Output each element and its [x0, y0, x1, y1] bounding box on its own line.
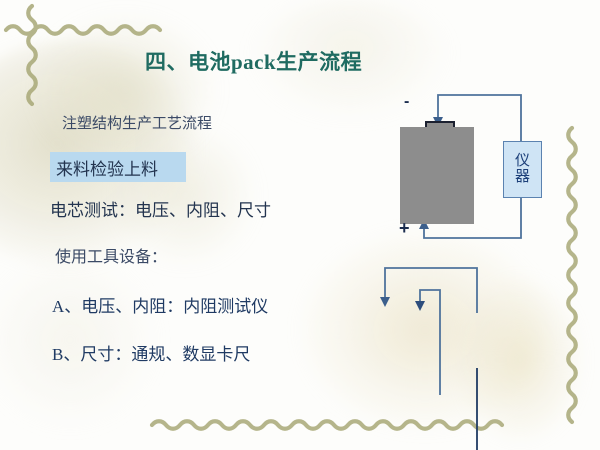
diagram-voltage-resistance-test: 仪 器 - + — [399, 93, 542, 239]
wiring-top — [419, 94, 522, 239]
text-line-cell-test: 电芯测试：电压、内阻、尺寸 — [50, 201, 271, 220]
terminal-sign-negative: - — [404, 93, 410, 110]
wiring-bottom — [380, 267, 478, 450]
instrument-label-char-1: 仪 — [514, 152, 530, 169]
battery-terminal-top — [425, 121, 455, 130]
diagram-dimension-test: 仪 器 — [0, 250, 600, 450]
instrument-label-char-2: 器 — [514, 168, 530, 185]
text-line-item-a: A、电压、内阻：内阻测试仪 — [52, 297, 269, 316]
battery-cell-top — [400, 127, 474, 224]
highlight-box — [50, 152, 186, 182]
terminal-sign-positive: + — [399, 218, 410, 238]
instrument-box-top: 仪 器 — [503, 141, 542, 198]
text-line-tools-heading: 使用工具设备： — [55, 249, 168, 266]
text-line-item-b: B、尺寸：通规、数显卡尺 — [52, 345, 251, 364]
text-line-highlight: 来料检验上料 — [56, 160, 158, 179]
text-line-intro: 注塑结构生产工艺流程 — [62, 116, 213, 132]
arrowhead-positive — [419, 219, 429, 229]
arrowhead-terminal — [380, 297, 390, 307]
arrowhead-body — [415, 301, 425, 311]
slide-title: 四、电池pack生产流程 — [145, 50, 363, 74]
